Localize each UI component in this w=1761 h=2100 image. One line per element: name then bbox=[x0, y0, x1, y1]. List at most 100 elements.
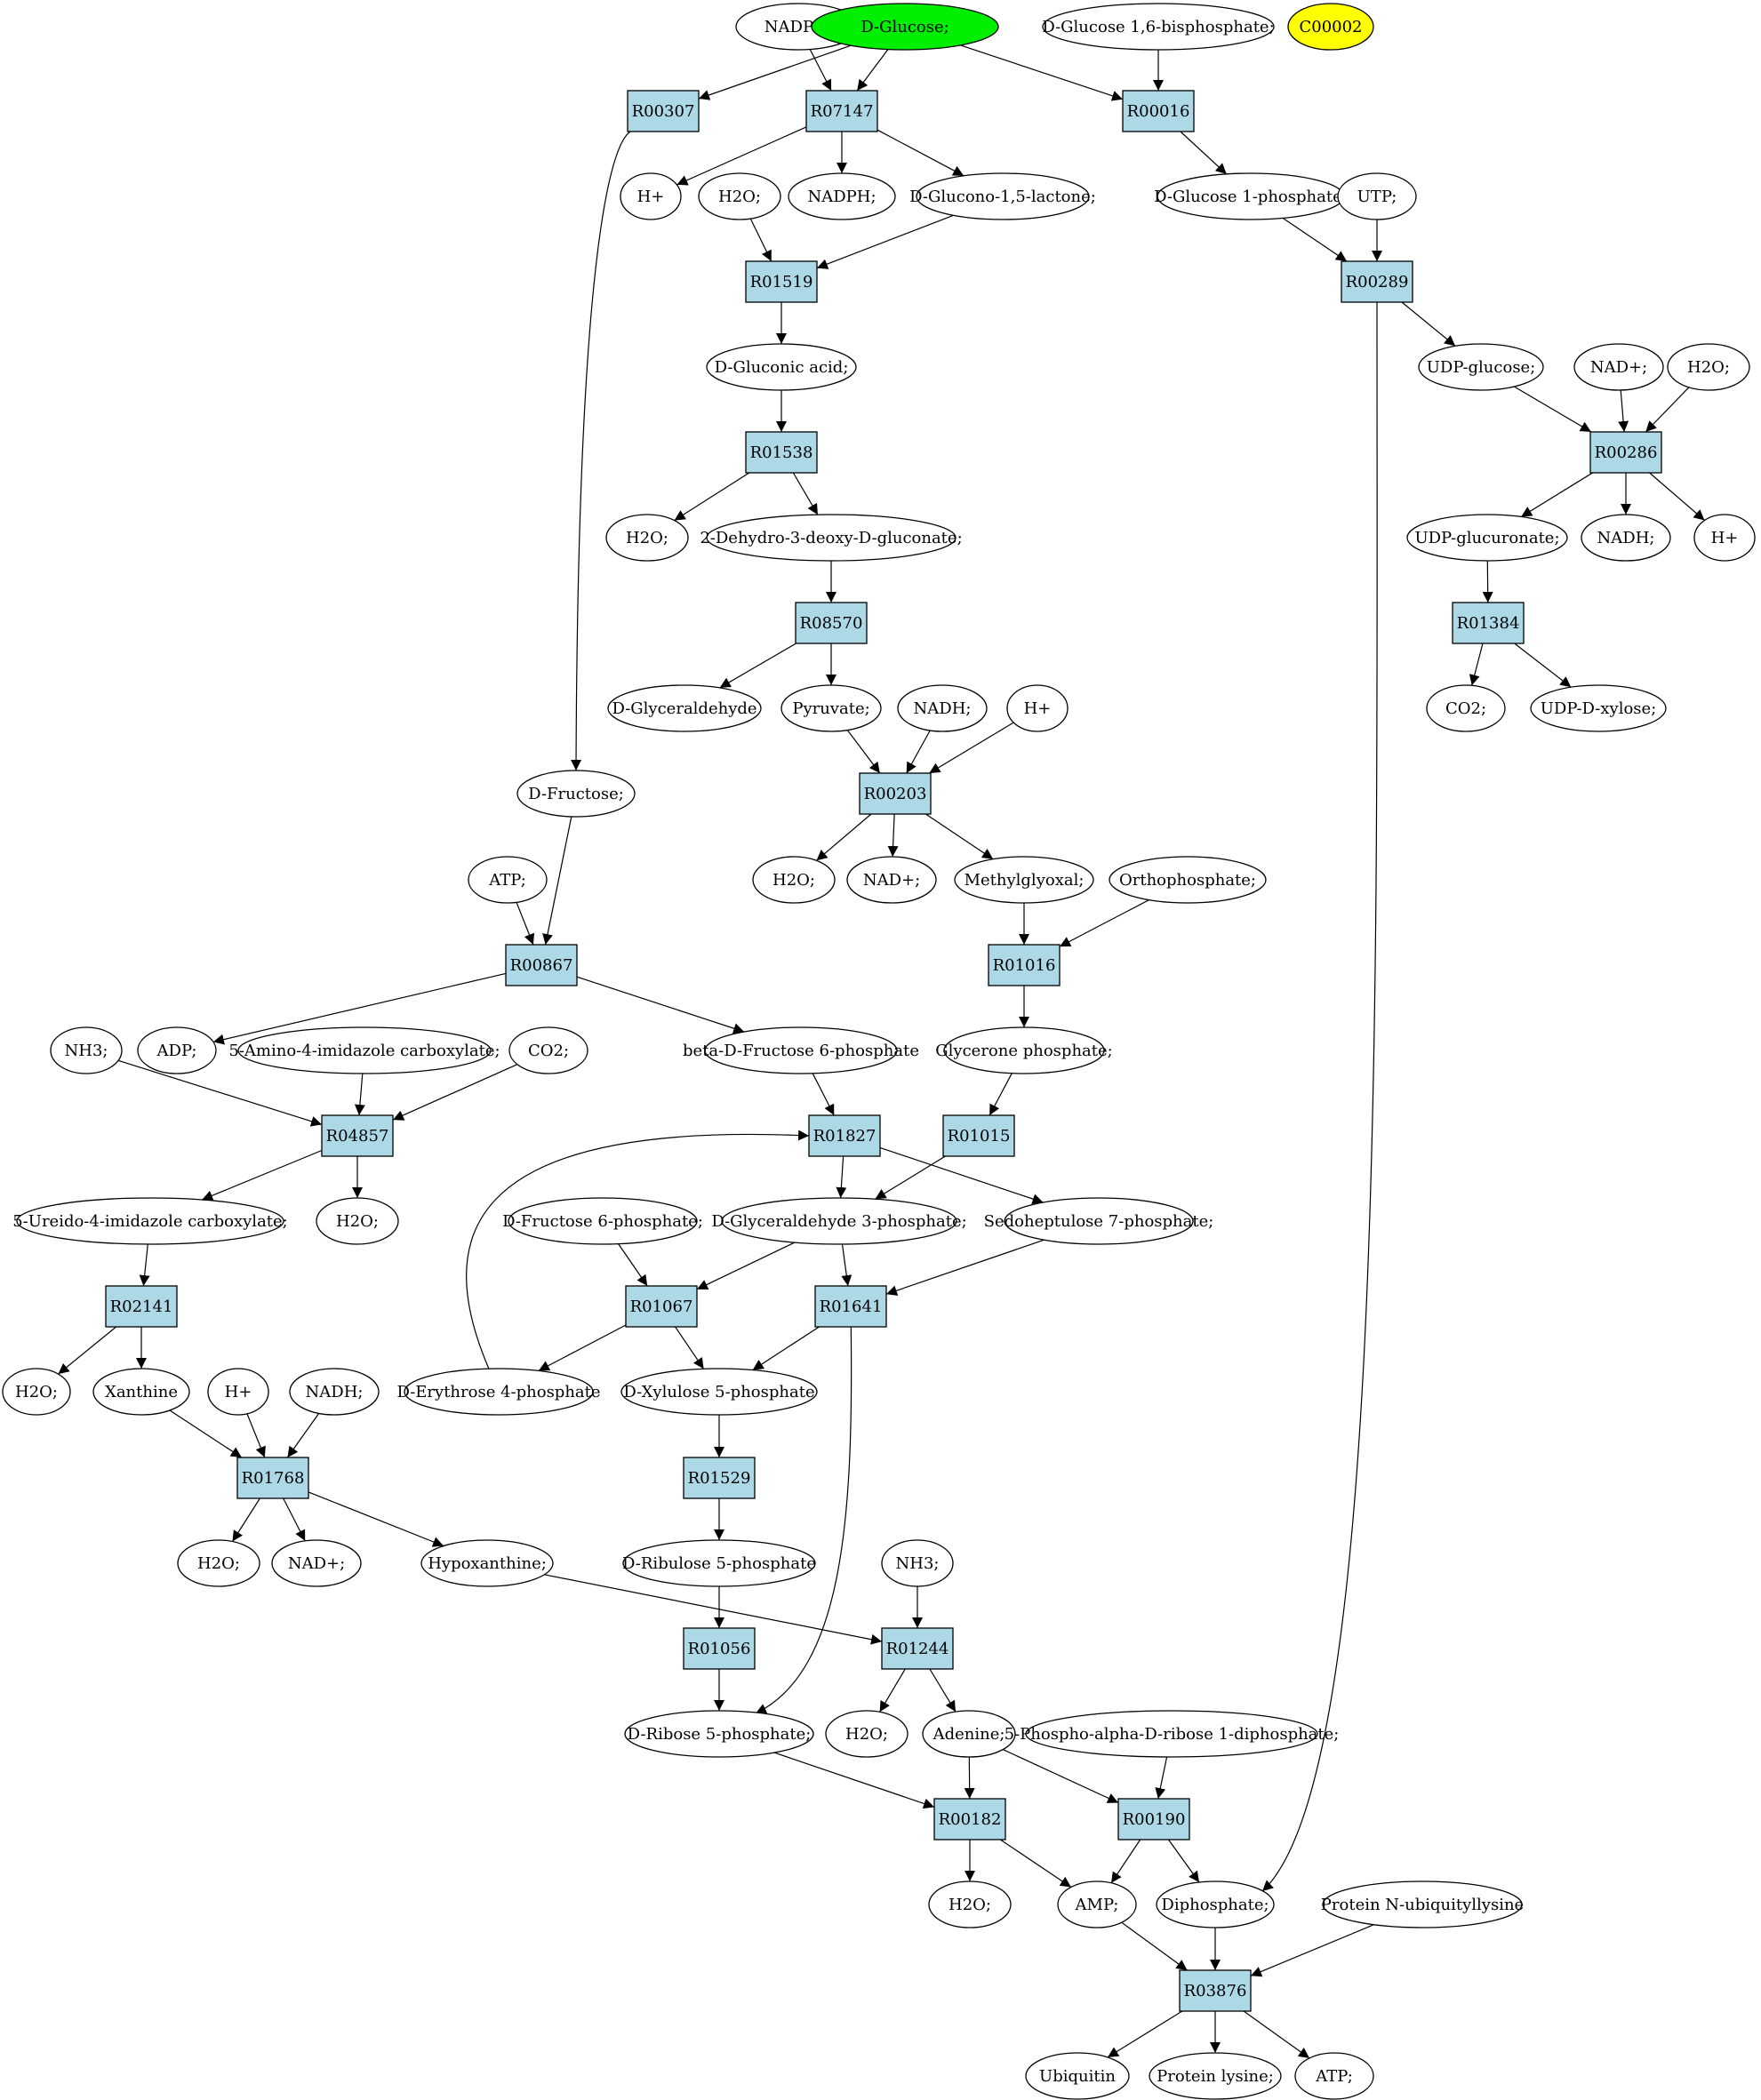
reaction-box bbox=[745, 260, 818, 303]
edge-r00190-to-c_diphosphate bbox=[1168, 1839, 1200, 1883]
edge-c_pyruvate-to-r00203 bbox=[846, 730, 881, 774]
compound-ellipse bbox=[468, 856, 548, 904]
compound-ellipse bbox=[922, 1710, 1016, 1758]
compound-node-c_h2o_3: H2O; bbox=[605, 514, 689, 562]
compound-node-c_fructose: D-Fructose; bbox=[516, 770, 636, 818]
compound-node-c_r5p: D-Ribose 5-phosphate; bbox=[624, 1710, 814, 1758]
node-label: 2-Dehydro-3-deoxy-D-gluconate; bbox=[700, 529, 962, 547]
compound-node-c_glyceraldehyde: D-Glyceraldehyde bbox=[607, 684, 762, 732]
node-label: NADH; bbox=[1597, 529, 1655, 547]
node-label: R07147 bbox=[811, 102, 874, 121]
compound-ellipse bbox=[1287, 3, 1374, 51]
reaction-box bbox=[814, 1285, 887, 1328]
edge-c_nadh_3-to-r01768 bbox=[286, 1413, 320, 1458]
reaction-box bbox=[1452, 602, 1525, 644]
node-label: beta-D-Fructose 6-phosphate bbox=[683, 1042, 919, 1060]
edge-r01384-to-c_co2_1 bbox=[1469, 643, 1484, 686]
node-label: R01519 bbox=[750, 273, 813, 291]
edge-r01827-to-c_g3p bbox=[836, 1155, 847, 1199]
node-label: C00002 bbox=[1299, 18, 1362, 36]
node-label: H+ bbox=[225, 1383, 252, 1401]
compound-ellipse bbox=[1693, 514, 1756, 562]
compound-ellipse bbox=[2, 1368, 71, 1416]
compound-node-c_udpglucuronate: UDP-glucuronate; bbox=[1406, 514, 1568, 562]
node-label: H2O; bbox=[772, 871, 815, 890]
node-label: D-Erythrose 4-phosphate bbox=[396, 1383, 600, 1401]
node-label: D-Fructose 6-phosphate; bbox=[502, 1212, 703, 1231]
reaction-node-r01827: R01827 bbox=[808, 1114, 881, 1157]
reaction-box bbox=[321, 1114, 394, 1157]
compound-node-c_protubiq: Protein N-ubiquityllysine bbox=[1321, 1880, 1524, 1928]
compound-ellipse bbox=[271, 1539, 362, 1587]
edge-c_r5p-to-r00182 bbox=[773, 1752, 935, 1809]
compound-ellipse bbox=[137, 1026, 217, 1074]
reaction-box bbox=[942, 1114, 1015, 1157]
node-label: Sedoheptulose 7-phosphate; bbox=[984, 1212, 1214, 1231]
node-label: R00289 bbox=[1346, 273, 1409, 291]
reaction-box bbox=[1117, 1798, 1190, 1840]
compound-ellipse bbox=[16, 1197, 284, 1245]
compound-ellipse bbox=[1294, 2052, 1374, 2100]
compound-ellipse bbox=[1042, 3, 1275, 51]
compound-node-c_nadh_1: NADH; bbox=[1581, 514, 1671, 562]
compound-node-c_f6p: D-Fructose 6-phosphate; bbox=[502, 1197, 703, 1245]
compound-node-c_s7p: Sedoheptulose 7-phosphate; bbox=[984, 1197, 1214, 1245]
edge-r03876-to-c_ubiquitin bbox=[1107, 2010, 1183, 2058]
reaction-node-r01067: R01067 bbox=[625, 1285, 698, 1328]
edge-c_orthophosphate-to-r01016 bbox=[1059, 899, 1149, 947]
reaction-node-r01768: R01768 bbox=[236, 1457, 309, 1499]
node-label: R01384 bbox=[1457, 614, 1520, 633]
compound-node-c_nh3_1: NH3; bbox=[50, 1026, 123, 1074]
reaction-node-r01529: R01529 bbox=[683, 1457, 756, 1499]
reaction-box bbox=[683, 1457, 756, 1499]
edge-r01538-to-c_h2o_3 bbox=[674, 472, 750, 522]
node-label: H2O; bbox=[845, 1725, 888, 1744]
node-label: D-Glucose 1-phosphate; bbox=[1154, 188, 1348, 206]
node-label: R01768 bbox=[242, 1469, 305, 1488]
edge-c_s7p-to-r01641 bbox=[885, 1239, 1045, 1296]
compound-ellipse bbox=[1667, 343, 1750, 391]
nodes-layer: NADP+;D-Glucose;D-Glucose 1,6-bisphospha… bbox=[2, 3, 1756, 2100]
node-label: H+ bbox=[1711, 529, 1739, 547]
compound-node-c_glucose: D-Glucose; bbox=[811, 3, 999, 51]
compound-node-c_h_2: H+ bbox=[1693, 514, 1756, 562]
node-label: R01529 bbox=[688, 1469, 751, 1488]
compound-ellipse bbox=[420, 1539, 554, 1587]
compound-ellipse bbox=[881, 1539, 954, 1587]
node-label: D-Ribose 5-phosphate; bbox=[628, 1725, 812, 1744]
node-label: Protein N-ubiquityllysine bbox=[1321, 1896, 1524, 1914]
compound-node-c_h2o_2: H2O; bbox=[1667, 343, 1750, 391]
edge-r01768-to-c_hypoxanthine bbox=[308, 1491, 444, 1547]
compound-node-c_gluconic: D-Gluconic acid; bbox=[706, 343, 857, 391]
node-label: D-Gluconic acid; bbox=[715, 358, 849, 377]
reaction-node-r02141: R02141 bbox=[105, 1285, 178, 1328]
compound-ellipse bbox=[706, 514, 957, 562]
node-label: NADH; bbox=[306, 1383, 364, 1401]
node-label: D-Glucono-1,5-lactone; bbox=[909, 188, 1096, 206]
compound-ellipse bbox=[721, 1197, 957, 1245]
compound-node-c_c00002: C00002 bbox=[1287, 3, 1374, 51]
edge-c_h_4-to-r01768 bbox=[246, 1413, 266, 1458]
compound-node-c_e4p: D-Erythrose 4-phosphate bbox=[396, 1368, 601, 1416]
node-label: 5-Ureido-4-imidazole carboxylate; bbox=[12, 1212, 288, 1231]
node-label: ADP; bbox=[156, 1042, 197, 1060]
compound-node-c_adp: ADP; bbox=[137, 1026, 217, 1074]
reaction-box bbox=[881, 1627, 954, 1670]
reaction-node-r01384: R01384 bbox=[1452, 602, 1525, 644]
node-label: H2O; bbox=[949, 1896, 991, 1914]
node-label: 5-Phospho-alpha-D-ribose 1-diphosphate; bbox=[1005, 1725, 1340, 1744]
edge-c_h2o_1-to-r01519 bbox=[749, 218, 772, 262]
node-label: R01244 bbox=[886, 1640, 949, 1658]
compound-ellipse bbox=[607, 684, 762, 732]
compound-node-c_atp_1: ATP; bbox=[468, 856, 548, 904]
edge-c_glucose-to-r07147 bbox=[856, 49, 889, 92]
edge-c_amp-to-r03876 bbox=[1121, 1921, 1188, 1971]
node-label: R01641 bbox=[820, 1298, 883, 1316]
node-label: NH3; bbox=[65, 1042, 108, 1060]
node-label: UDP-glucose; bbox=[1427, 358, 1536, 377]
compound-node-c_h2o_7: H2O; bbox=[177, 1539, 260, 1587]
compound-ellipse bbox=[1025, 2052, 1130, 2100]
reaction-box bbox=[795, 602, 868, 644]
reaction-node-r03876: R03876 bbox=[1179, 1969, 1252, 2012]
reaction-node-r07147: R07147 bbox=[805, 90, 878, 132]
